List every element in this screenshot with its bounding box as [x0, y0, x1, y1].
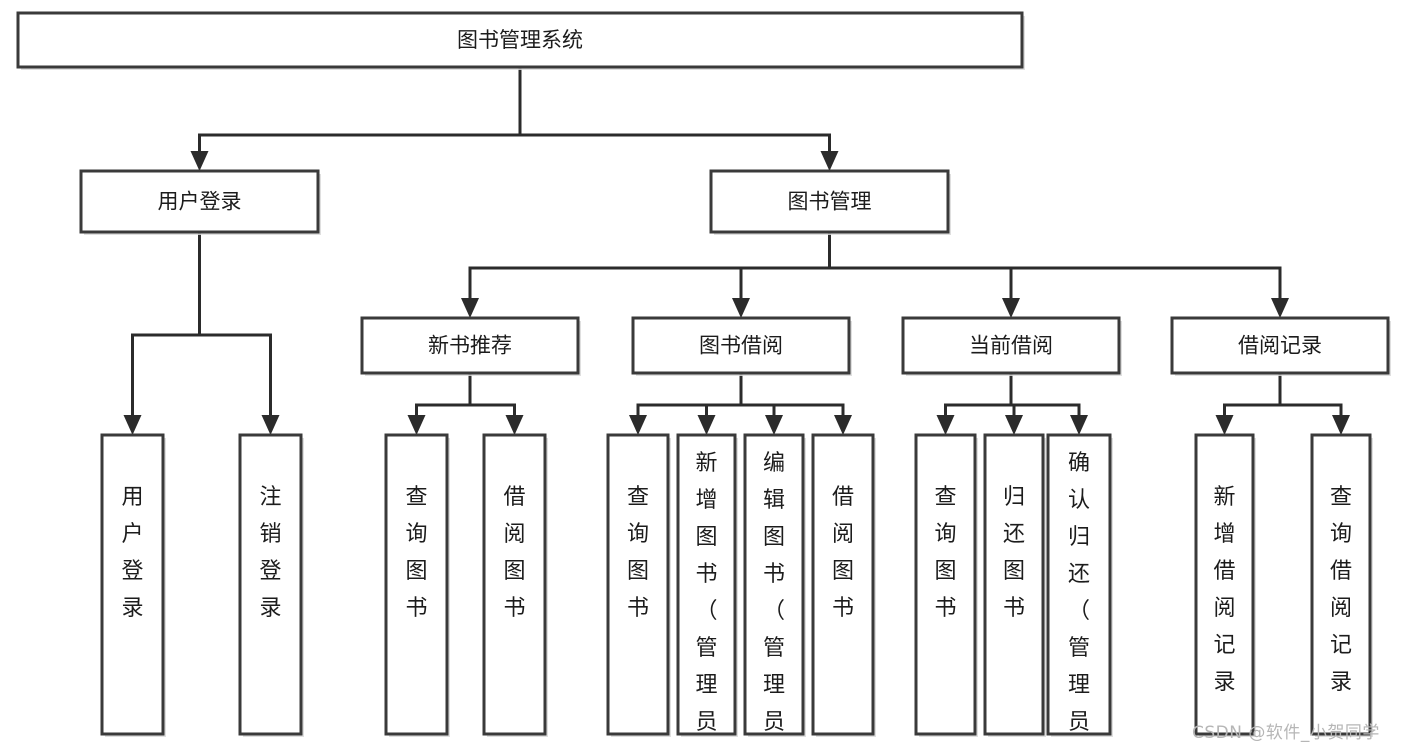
- arrowhead-icon: [505, 415, 524, 435]
- node-leaf-confirm-return[interactable]: 确认归还（管理员）: [1046, 433, 1113, 747]
- node-leaf-query-book-rec[interactable]: 查询图书: [384, 433, 450, 737]
- node-leaf-borrow-book-rec[interactable]: 借阅图书: [482, 433, 548, 737]
- node-label-book-manage: 图书管理: [788, 190, 872, 214]
- node-leaf-query-book-borrow[interactable]: 查询图书: [606, 433, 671, 737]
- node-label-leaf-add-borrow-record: 新增借阅记录: [1213, 485, 1235, 695]
- arrowhead-icon: [261, 415, 280, 435]
- node-label-leaf-edit-book: 编辑图书（管理员）: [763, 451, 785, 747]
- node-label-leaf-query-book-rec: 查询图书: [405, 485, 427, 621]
- connector-current-borrow-to-leaf-query-book-cur: [936, 373, 1013, 435]
- connector-borrow-record-to-leaf-query-borrow-record: [1278, 373, 1350, 435]
- connector-user-login-to-leaf-user-login: [123, 232, 201, 435]
- node-label-user-login: 用户登录: [158, 190, 242, 214]
- arrowhead-icon: [123, 415, 142, 435]
- node-label-leaf-borrow-book-rec: 借阅图书: [503, 485, 525, 621]
- node-label-leaf-add-book: 新增图书（管理员）: [695, 451, 717, 747]
- connector-root-to-book-manage: [518, 67, 839, 171]
- connector-borrow-record-to-leaf-add-borrow-record: [1215, 373, 1282, 435]
- arrowhead-icon: [820, 151, 839, 171]
- connector-user-login-to-leaf-user-logout: [198, 232, 280, 435]
- node-label-leaf-query-borrow-record: 查询借阅记录: [1330, 485, 1352, 695]
- node-leaf-add-borrow-record[interactable]: 新增借阅记录: [1194, 433, 1256, 737]
- arrowhead-icon: [1002, 298, 1020, 318]
- node-leaf-edit-book[interactable]: 编辑图书（管理员）: [743, 433, 806, 747]
- connector-book-manage-to-new-book-recommend: [461, 232, 831, 318]
- arrowhead-icon: [629, 415, 647, 435]
- node-label-leaf-user-login: 用户登录: [121, 485, 143, 621]
- connector-new-book-recommend-to-leaf-borrow-book-rec: [468, 373, 524, 435]
- node-current-borrow[interactable]: 当前借阅: [901, 316, 1122, 376]
- arrowhead-icon: [1070, 415, 1088, 435]
- arrowhead-icon: [1332, 415, 1350, 435]
- arrowhead-icon: [697, 415, 716, 435]
- node-leaf-query-borrow-record[interactable]: 查询借阅记录: [1310, 433, 1373, 737]
- node-leaf-user-logout[interactable]: 注销登录: [238, 433, 304, 737]
- node-root[interactable]: 图书管理系统: [16, 11, 1025, 70]
- node-borrow-record[interactable]: 借阅记录: [1170, 316, 1391, 376]
- node-label-leaf-confirm-return: 确认归还（管理员）: [1068, 451, 1090, 747]
- connector-book-manage-to-borrow-record: [828, 232, 1289, 318]
- node-label-leaf-query-book-cur: 查询图书: [934, 485, 956, 621]
- node-label-current-borrow: 当前借阅: [969, 334, 1053, 358]
- connector-layer: [123, 67, 1350, 435]
- node-label-leaf-return-book: 归还图书: [1003, 485, 1025, 621]
- node-book-manage[interactable]: 图书管理: [709, 169, 951, 235]
- arrowhead-icon: [834, 415, 852, 435]
- node-book-borrow[interactable]: 图书借阅: [631, 316, 852, 376]
- arrowhead-icon: [461, 298, 479, 318]
- node-user-login[interactable]: 用户登录: [79, 169, 321, 235]
- arrowhead-icon: [190, 151, 209, 171]
- arrowhead-icon: [1215, 415, 1234, 435]
- arrowhead-icon: [936, 415, 955, 435]
- connector-book-manage-to-current-borrow: [828, 232, 1020, 318]
- node-label-leaf-borrow-book: 借阅图书: [832, 485, 854, 621]
- node-label-new-book-recommend: 新书推荐: [428, 334, 512, 358]
- node-leaf-query-book-cur[interactable]: 查询图书: [914, 433, 978, 737]
- node-new-book-recommend[interactable]: 新书推荐: [360, 316, 581, 376]
- node-label-root: 图书管理系统: [457, 28, 583, 52]
- connector-current-borrow-to-leaf-confirm-return: [1009, 373, 1088, 435]
- node-leaf-borrow-book[interactable]: 借阅图书: [811, 433, 876, 737]
- node-leaf-return-book[interactable]: 归还图书: [983, 433, 1046, 737]
- node-label-leaf-query-book-borrow: 查询图书: [627, 485, 649, 621]
- node-label-leaf-user-logout: 注销登录: [259, 485, 281, 621]
- arrowhead-icon: [765, 415, 783, 435]
- connector-book-borrow-to-leaf-borrow-book: [739, 373, 852, 435]
- connector-new-book-recommend-to-leaf-query-book-rec: [407, 373, 472, 435]
- node-layer: 图书管理系统用户登录图书管理新书推荐图书借阅当前借阅借阅记录用户登录注销登录查询…: [16, 11, 1391, 747]
- arrowhead-icon: [407, 415, 426, 435]
- node-leaf-add-book[interactable]: 新增图书（管理员）: [676, 433, 738, 747]
- node-label-book-borrow: 图书借阅: [699, 334, 783, 358]
- arrowhead-icon: [732, 298, 750, 318]
- connector-root-to-user-login: [190, 67, 522, 171]
- node-label-borrow-record: 借阅记录: [1238, 334, 1322, 358]
- connector-book-manage-to-book-borrow: [732, 232, 831, 318]
- node-leaf-user-login[interactable]: 用户登录: [100, 433, 166, 737]
- arrowhead-icon: [1005, 415, 1023, 435]
- arrowhead-icon: [1271, 298, 1289, 318]
- csdn-watermark: CSDN @软件_小贺同学: [1192, 723, 1380, 743]
